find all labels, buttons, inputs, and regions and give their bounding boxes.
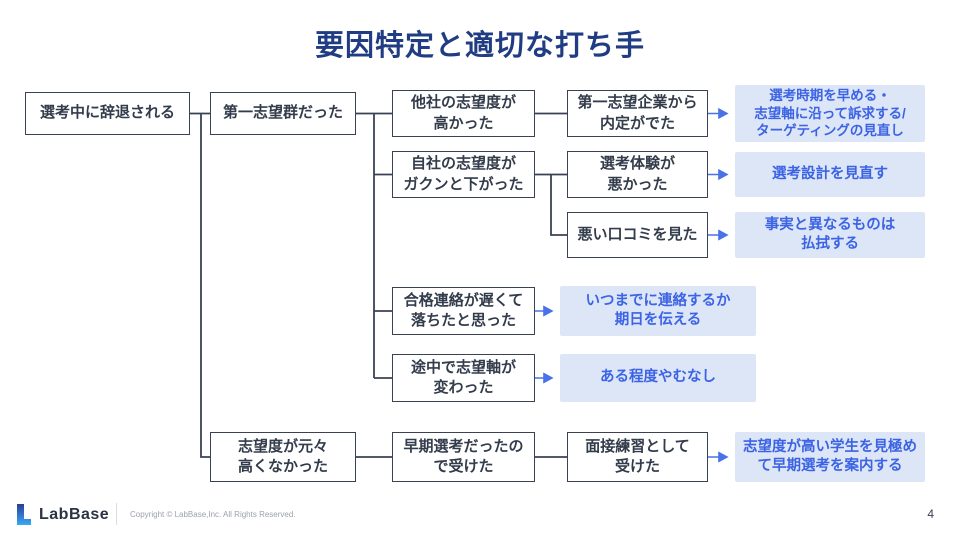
node-low-initial-interest: 志望度が元々 高くなかった (210, 432, 356, 482)
action-arrows (535, 107, 729, 463)
page-title: 要因特定と適切な打ち手 (314, 30, 645, 62)
action-redesign-selection: 選考設計を見直す (735, 152, 925, 197)
node-interview-practice: 面接練習として 受けた (567, 432, 708, 482)
action-speed-up-selection: 選考時期を早める・ 志望軸に沿って訴求する/ ターゲティングの見直し (735, 85, 925, 142)
labbase-logo: LabBase (16, 504, 109, 525)
labbase-logo-icon (17, 504, 31, 525)
action-unavoidable: ある程度やむなし (560, 354, 756, 402)
node-late-pass-notice: 合格連絡が遅くて 落ちたと思った (392, 287, 535, 335)
labbase-logo-text: LabBase (39, 505, 110, 523)
node-other-company-preference: 他社の志望度が 高かった (392, 90, 535, 137)
copyright-text: Copyright © LabBase,Inc. All Rights Rese… (130, 510, 296, 519)
tree-connector-path (190, 112, 567, 458)
node-own-preference-dropped: 自社の志望度が ガクンと下がった (392, 151, 535, 198)
action-communicate-deadline: いつまでに連絡するか 期日を伝える (560, 286, 756, 336)
node-changed-axis: 途中で志望軸が 変わった (392, 354, 535, 402)
action-identify-high-interest: 志望度が高い学生を見極め て早期選考を案内する (735, 432, 925, 482)
node-bad-reviews: 悪い口コミを見た (567, 212, 708, 258)
node-early-selection: 早期選考だったの で受けた (392, 432, 535, 482)
node-offer-from-first-choice: 第一志望企業から 内定がでた (567, 90, 708, 137)
action-dispel-false-rumors: 事実と異なるものは 払拭する (735, 212, 925, 258)
node-bad-selection-experience: 選考体験が 悪かった (567, 151, 708, 198)
node-root-withdrawal: 選考中に辞退される (25, 92, 190, 135)
node-first-choice-group: 第一志望群だった (210, 92, 356, 135)
footer-divider (116, 503, 117, 525)
page-number: 4 (927, 507, 934, 521)
footer: LabBase Copyright © LabBase,Inc. All Rig… (0, 502, 960, 532)
